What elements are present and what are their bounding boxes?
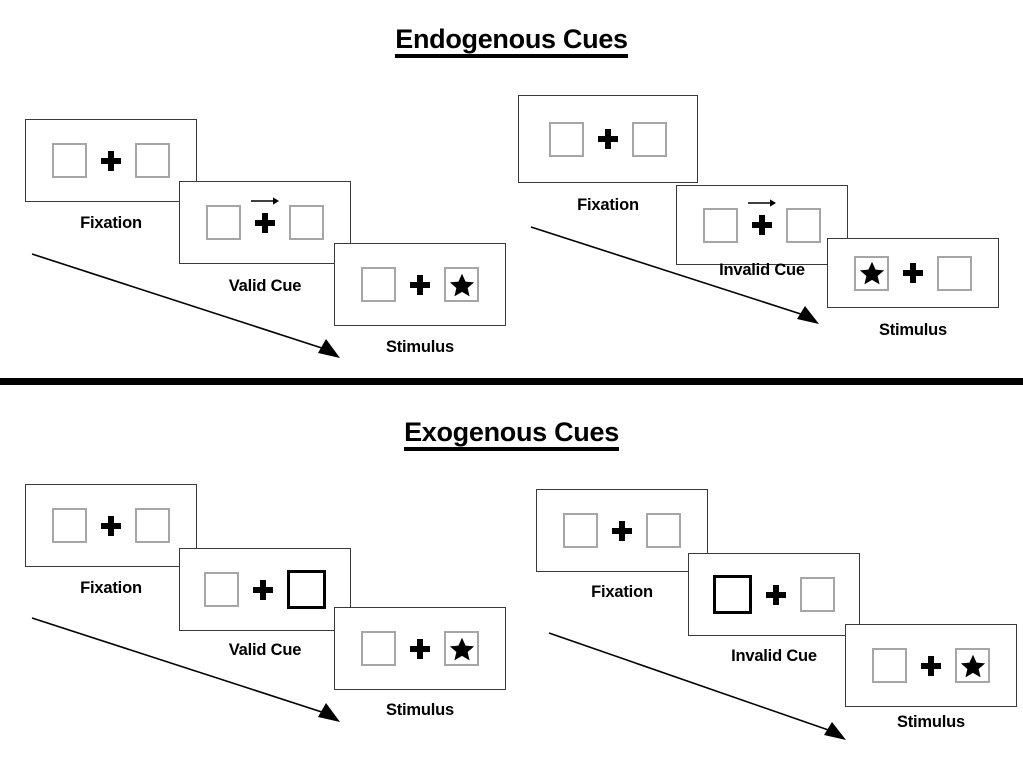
plus-icon <box>752 215 772 235</box>
placeholder-box-left <box>872 648 907 683</box>
placeholder-box-left <box>361 267 396 302</box>
panel-exogenous-invalid-fixation <box>536 489 708 572</box>
caption-exogenous-valid-cue: Valid Cue <box>228 641 302 659</box>
panel-endogenous-invalid-cue <box>676 185 848 265</box>
placeholder-box-right <box>632 121 667 157</box>
placeholder-box-left <box>52 508 87 543</box>
diagonal-arrow-icon-endogenous-valid <box>31 253 340 358</box>
fixation-cross-wrap <box>903 263 923 283</box>
stimulus-display <box>206 196 324 240</box>
caption-exogenous-valid-fixation: Fixation <box>80 579 142 597</box>
stimulus-display <box>563 513 681 548</box>
stimulus-display <box>713 575 835 614</box>
plus-icon <box>410 638 430 659</box>
star-icon <box>960 654 985 677</box>
plus-icon <box>410 274 430 295</box>
cue-box-right-flashed <box>287 570 326 609</box>
fixation-cross-wrap <box>748 199 776 235</box>
fixation-cross-wrap <box>410 638 430 659</box>
placeholder-box-right <box>786 207 821 243</box>
panel-endogenous-invalid-fixation <box>518 95 698 183</box>
panel-exogenous-valid-fixation <box>25 484 197 567</box>
arrow-right-icon <box>748 199 776 207</box>
placeholder-box-right <box>135 508 170 543</box>
plus-icon <box>903 263 923 283</box>
panel-exogenous-invalid-cue <box>688 553 860 636</box>
target-box-left <box>854 255 889 291</box>
fixation-cross-wrap <box>410 274 430 295</box>
placeholder-box-left <box>204 572 239 607</box>
stimulus-display <box>52 143 170 178</box>
placeholder-box-left <box>52 143 87 178</box>
caption-endogenous-valid-stimulus: Stimulus <box>385 338 455 356</box>
caption-endogenous-valid-fixation: Fixation <box>80 214 142 232</box>
arrow-right-icon <box>251 196 279 205</box>
section-title-endogenous-text: Endogenous Cues <box>395 25 628 59</box>
fixation-cross-wrap <box>101 150 121 171</box>
fixation-cross-wrap <box>766 584 786 605</box>
cue-box-left-flashed <box>713 575 752 614</box>
stimulus-display <box>872 648 990 683</box>
star-icon <box>859 261 884 285</box>
section-divider <box>0 378 1023 385</box>
caption-endogenous-invalid-stimulus: Stimulus <box>878 321 948 339</box>
panel-endogenous-invalid-stimulus <box>827 238 999 308</box>
fixation-cross-wrap <box>598 129 618 149</box>
caption-endogenous-valid-cue: Valid Cue <box>228 277 302 295</box>
target-box-right <box>444 631 479 666</box>
section-title-endogenous: Endogenous Cues <box>0 24 1023 59</box>
placeholder-box-left <box>549 121 584 157</box>
panel-endogenous-valid-fixation <box>25 119 197 202</box>
placeholder-box-right <box>135 143 170 178</box>
stimulus-display <box>854 255 972 291</box>
section-title-exogenous: Exogenous Cues <box>0 417 1023 452</box>
stimulus-display <box>703 199 821 243</box>
panel-endogenous-valid-cue <box>179 181 351 264</box>
star-icon <box>449 637 474 660</box>
placeholder-box-left <box>206 205 241 240</box>
plus-icon <box>101 150 121 171</box>
caption-exogenous-invalid-stimulus: Stimulus <box>896 713 966 731</box>
plus-icon <box>766 584 786 605</box>
caption-endogenous-invalid-cue: Invalid Cue <box>719 261 805 279</box>
caption-exogenous-invalid-cue: Invalid Cue <box>731 647 817 665</box>
placeholder-box-right <box>289 205 324 240</box>
fixation-cross-wrap <box>101 515 121 536</box>
caption-endogenous-invalid-fixation: Fixation <box>577 196 639 214</box>
fixation-cross-wrap <box>251 196 279 233</box>
plus-icon <box>253 579 273 600</box>
star-icon <box>449 273 474 296</box>
placeholder-box-left <box>563 513 598 548</box>
placeholder-box-right <box>937 255 972 291</box>
diagonal-arrow-icon-exogenous-valid <box>31 617 340 722</box>
fixation-cross-wrap <box>921 655 941 676</box>
placeholder-box-right <box>800 577 835 612</box>
stimulus-display <box>549 121 667 157</box>
fixation-cross-wrap <box>253 579 273 600</box>
panel-exogenous-valid-stimulus <box>334 607 506 690</box>
plus-icon <box>598 129 618 149</box>
plus-icon <box>255 212 275 233</box>
diagonal-arrow-icon-exogenous-invalid <box>548 632 846 740</box>
stimulus-display <box>204 570 326 609</box>
stimulus-display <box>52 508 170 543</box>
plus-icon <box>101 515 121 536</box>
fixation-cross-wrap <box>612 520 632 541</box>
placeholder-box-left <box>703 207 738 243</box>
plus-icon <box>921 655 941 676</box>
panel-endogenous-valid-stimulus <box>334 243 506 326</box>
section-title-exogenous-text: Exogenous Cues <box>404 418 619 452</box>
diagonal-arrow-icon-endogenous-invalid <box>530 226 819 324</box>
target-box-right <box>955 648 990 683</box>
panel-exogenous-valid-cue <box>179 548 351 631</box>
placeholder-box-left <box>361 631 396 666</box>
caption-exogenous-invalid-fixation: Fixation <box>591 583 653 601</box>
stimulus-display <box>361 267 479 302</box>
target-box-right <box>444 267 479 302</box>
panel-exogenous-invalid-stimulus <box>845 624 1017 707</box>
placeholder-box-right <box>646 513 681 548</box>
stimulus-display <box>361 631 479 666</box>
caption-exogenous-valid-stimulus: Stimulus <box>385 701 455 719</box>
plus-icon <box>612 520 632 541</box>
